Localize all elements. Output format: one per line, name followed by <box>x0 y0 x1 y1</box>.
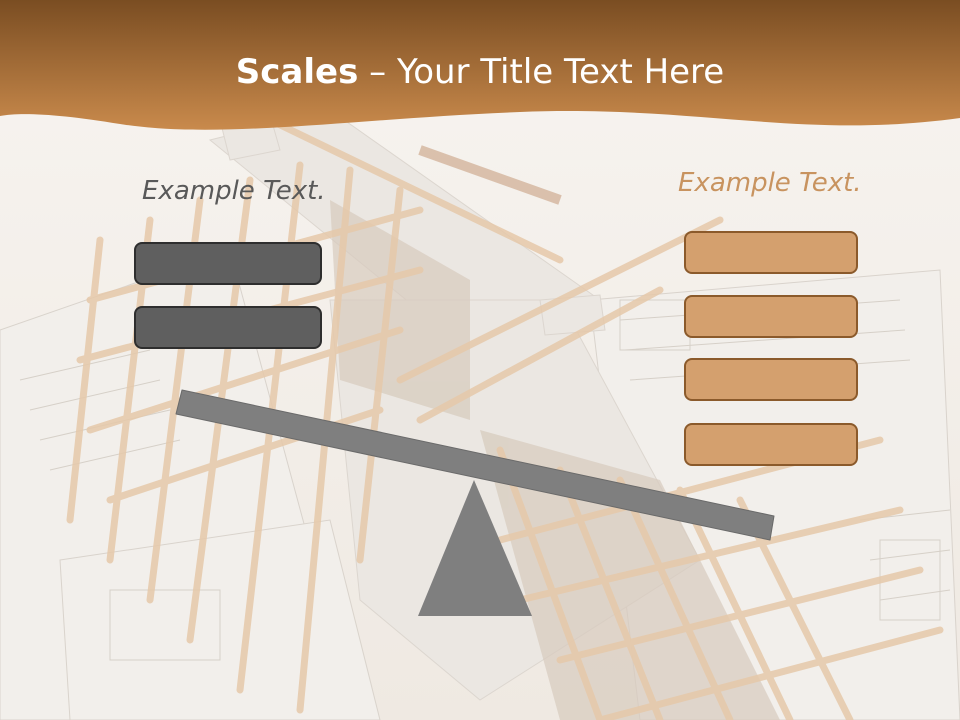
title-rest: – Your Title Text Here <box>358 52 725 92</box>
left-box-1 <box>134 242 322 285</box>
title-bold: Scales <box>235 52 359 92</box>
right-box-2 <box>684 295 858 338</box>
header-band <box>0 0 960 130</box>
right-example-label: Example Text. <box>678 168 862 198</box>
scale-fulcrum <box>418 480 532 616</box>
scale-beam <box>175 389 775 541</box>
slide-title: Scales – Your Title Text Here <box>0 52 960 92</box>
right-box-3 <box>684 358 858 401</box>
left-box-2 <box>134 306 322 349</box>
left-example-label: Example Text. <box>142 176 326 206</box>
right-box-1 <box>684 231 858 274</box>
right-box-4 <box>684 423 858 466</box>
